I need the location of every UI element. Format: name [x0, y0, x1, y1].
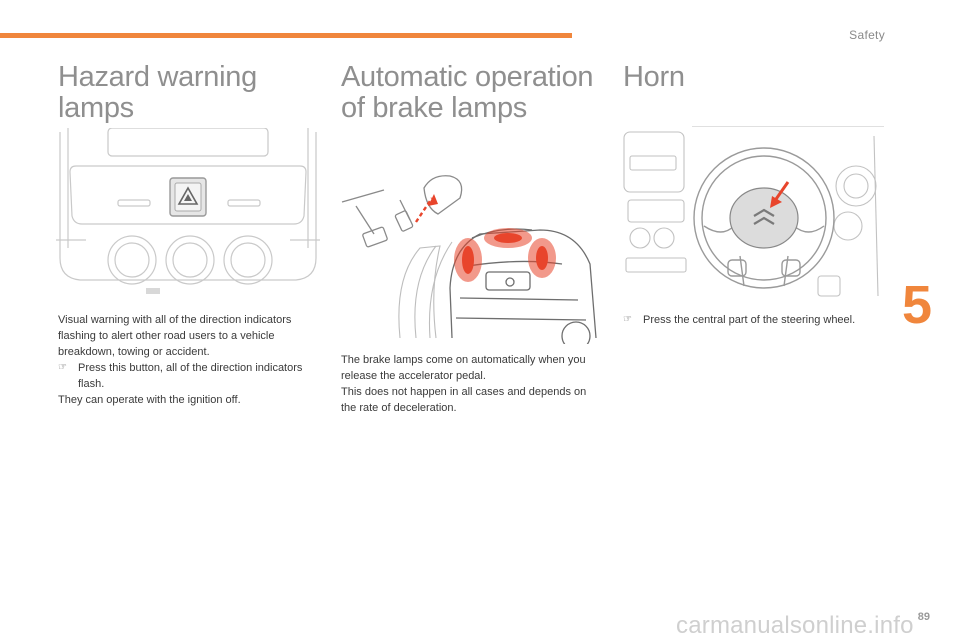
brake-para-1: The brake lamps come on automatically wh…: [341, 354, 586, 382]
watermark: carmanualsonline.info: [676, 612, 914, 639]
chapter-number: 5: [902, 275, 933, 335]
arrow-bullet-icon: ☞: [623, 314, 632, 325]
horn-text: ☞ Press the central part of the steering…: [623, 312, 885, 328]
hazard-intro: Visual warning with all of the direction…: [58, 314, 292, 358]
hazard-bullet-text: Press this button, all of the direction …: [78, 362, 303, 390]
section-label: Safety: [849, 28, 885, 42]
steering-wheel-illustration: [622, 126, 884, 302]
horn-bullet-text: Press the central part of the steering w…: [643, 314, 856, 326]
horn-title: Horn: [623, 61, 685, 93]
hazard-section: Hazard warning lamps: [58, 62, 320, 124]
arrow-bullet-icon: ☞: [58, 362, 67, 373]
brake-title: Automatic operation of brake lamps: [341, 61, 594, 124]
brake-lamps-illustration: [340, 168, 602, 344]
hazard-button-illustration: [56, 128, 320, 298]
hazard-text: Visual warning with all of the direction…: [58, 312, 320, 408]
hazard-outro: They can operate with the ignition off.: [58, 394, 241, 406]
horn-bullet: ☞ Press the central part of the steering…: [623, 312, 885, 328]
horn-section: Horn: [623, 62, 885, 93]
hazard-bullet: ☞ Press this button, all of the directio…: [58, 360, 320, 392]
brake-text: The brake lamps come on automatically wh…: [341, 352, 603, 416]
orange-header-bar: [0, 33, 572, 38]
hazard-title: Hazard warning lamps: [58, 61, 257, 124]
page-number: 89: [917, 611, 930, 623]
brake-section: Automatic operation of brake lamps: [341, 62, 603, 124]
brake-para-2: This does not happen in all cases and de…: [341, 386, 587, 414]
